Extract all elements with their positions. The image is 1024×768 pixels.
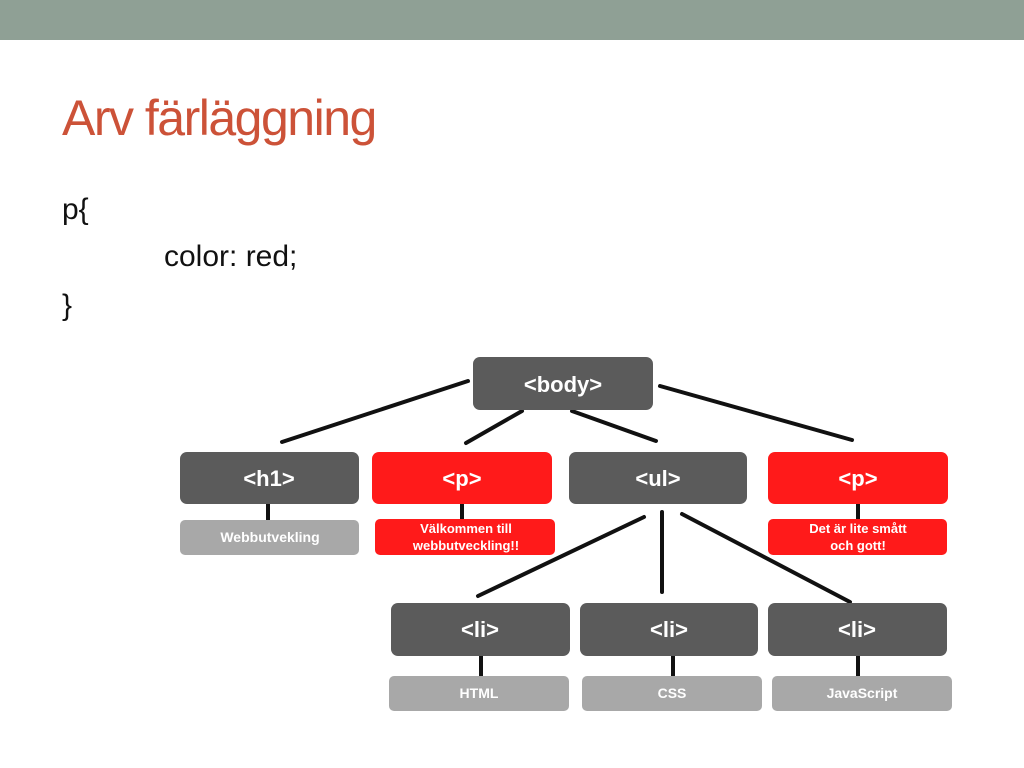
connector-body-p1 <box>464 409 524 445</box>
node-li-3: <li> <box>768 603 947 656</box>
node-body-label: <body> <box>524 372 602 397</box>
node-ul-label: <ul> <box>635 466 680 491</box>
code-line-closing-brace: } <box>62 289 73 322</box>
code-line-selector: p{ <box>62 193 89 226</box>
leaf-li-1-text: HTML <box>389 676 569 711</box>
leaf-p2-text: Det är lite smått och gott! <box>768 519 947 555</box>
node-ul: <ul> <box>569 452 747 504</box>
connector-ul-li3 <box>680 512 852 604</box>
node-h1-label: <h1> <box>243 466 294 491</box>
tree-connectors <box>266 379 860 678</box>
leaf-li-2-text: CSS <box>582 676 762 711</box>
node-li-1-label: <li> <box>461 617 499 642</box>
connector-body-ul <box>570 409 658 443</box>
connector-ul-li1 <box>476 515 646 598</box>
leaf-p1-text-line-2: webbutveckling!! <box>412 538 519 553</box>
code-line-declaration: color: red; <box>164 240 298 273</box>
node-li-2: <li> <box>580 603 758 656</box>
leaf-li-1-text-label: HTML <box>460 685 499 701</box>
node-li-2-label: <li> <box>650 617 688 642</box>
node-p2-label: <p> <box>838 466 877 491</box>
node-p-highlighted-2: <p> <box>768 452 948 504</box>
leaf-li-3-text: JavaScript <box>772 676 952 711</box>
connector-body-p2 <box>658 384 854 442</box>
leaf-p1-text-line-1: Välkommen till <box>420 521 512 536</box>
top-accent-bar <box>0 0 1024 40</box>
leaf-li-2-text-label: CSS <box>658 685 687 701</box>
node-h1: <h1> <box>180 452 359 504</box>
leaf-li-3-text-label: JavaScript <box>827 685 898 701</box>
leaf-h1-text-label: Webbutvekling <box>220 529 319 545</box>
connector-body-h1 <box>280 379 470 444</box>
node-body: <body> <box>473 357 653 410</box>
node-p-highlighted-1: <p> <box>372 452 552 504</box>
node-li-1: <li> <box>391 603 570 656</box>
slide-title: Arv färläggning <box>62 90 377 146</box>
leaf-p2-text-line-1: Det är lite smått <box>809 521 907 536</box>
node-p1-label: <p> <box>442 466 481 491</box>
leaf-h1-text: Webbutvekling <box>180 520 359 555</box>
leaf-p1-text: Välkommen till webbutveckling!! <box>375 519 555 555</box>
node-li-3-label: <li> <box>838 617 876 642</box>
leaf-p2-text-line-2: och gott! <box>830 538 886 553</box>
